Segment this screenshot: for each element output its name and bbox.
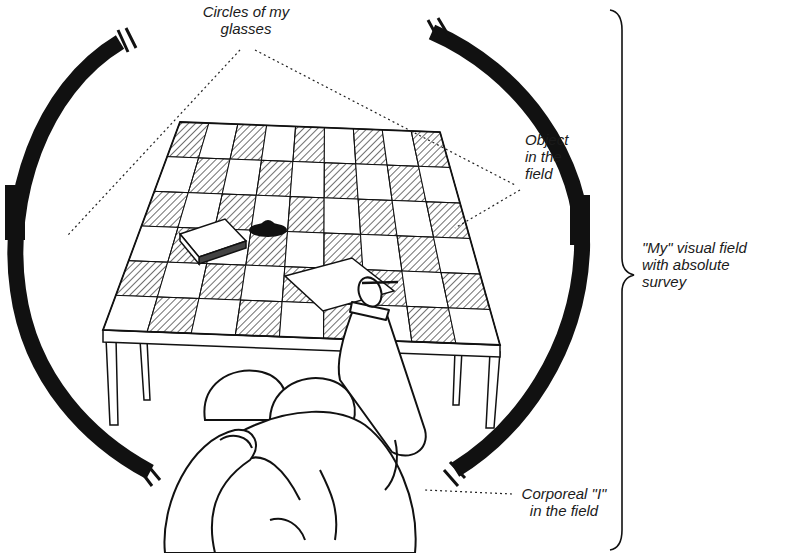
board-cell (199, 264, 246, 300)
board-cell (222, 159, 261, 195)
table-top-outline (103, 122, 500, 345)
board-cell (290, 161, 324, 197)
board-cell (241, 265, 285, 302)
paper-sheet (285, 258, 394, 311)
bracket-label: "My" visual field with absolute survey (642, 240, 754, 290)
callout-label: Circles of my glasses (190, 4, 302, 38)
callout-label: Object in the field (525, 132, 583, 182)
cup (249, 220, 287, 237)
board-cell (324, 128, 355, 164)
board-cell (324, 198, 361, 235)
board-cell (448, 308, 500, 345)
board-cell (361, 234, 402, 271)
board-cell (157, 262, 206, 298)
glasses-rims (5, 18, 590, 486)
board-cell (356, 164, 392, 201)
board-cell (285, 232, 324, 269)
board-cell (358, 199, 397, 236)
board-cell (419, 166, 460, 203)
board-cell (147, 297, 199, 333)
board-cell (324, 163, 358, 199)
board-cell (426, 202, 470, 239)
board-cell (407, 306, 456, 343)
board-cell (256, 160, 293, 196)
board-cell (261, 125, 295, 161)
checkerboard (103, 122, 500, 345)
board-cell (293, 126, 325, 162)
book (180, 219, 246, 264)
board-cell (353, 129, 387, 165)
curly-brace (610, 10, 634, 550)
board-cell (434, 237, 481, 274)
leader-lines (68, 50, 520, 494)
board-cell (191, 298, 240, 335)
callout-label: Corporeal "I" in the field (520, 486, 608, 520)
board-cell (279, 302, 323, 339)
board-cell (288, 197, 325, 233)
corporeal-figure (164, 274, 425, 553)
board-cell (235, 300, 282, 337)
board-cell (230, 124, 267, 160)
board-cell (441, 273, 490, 310)
